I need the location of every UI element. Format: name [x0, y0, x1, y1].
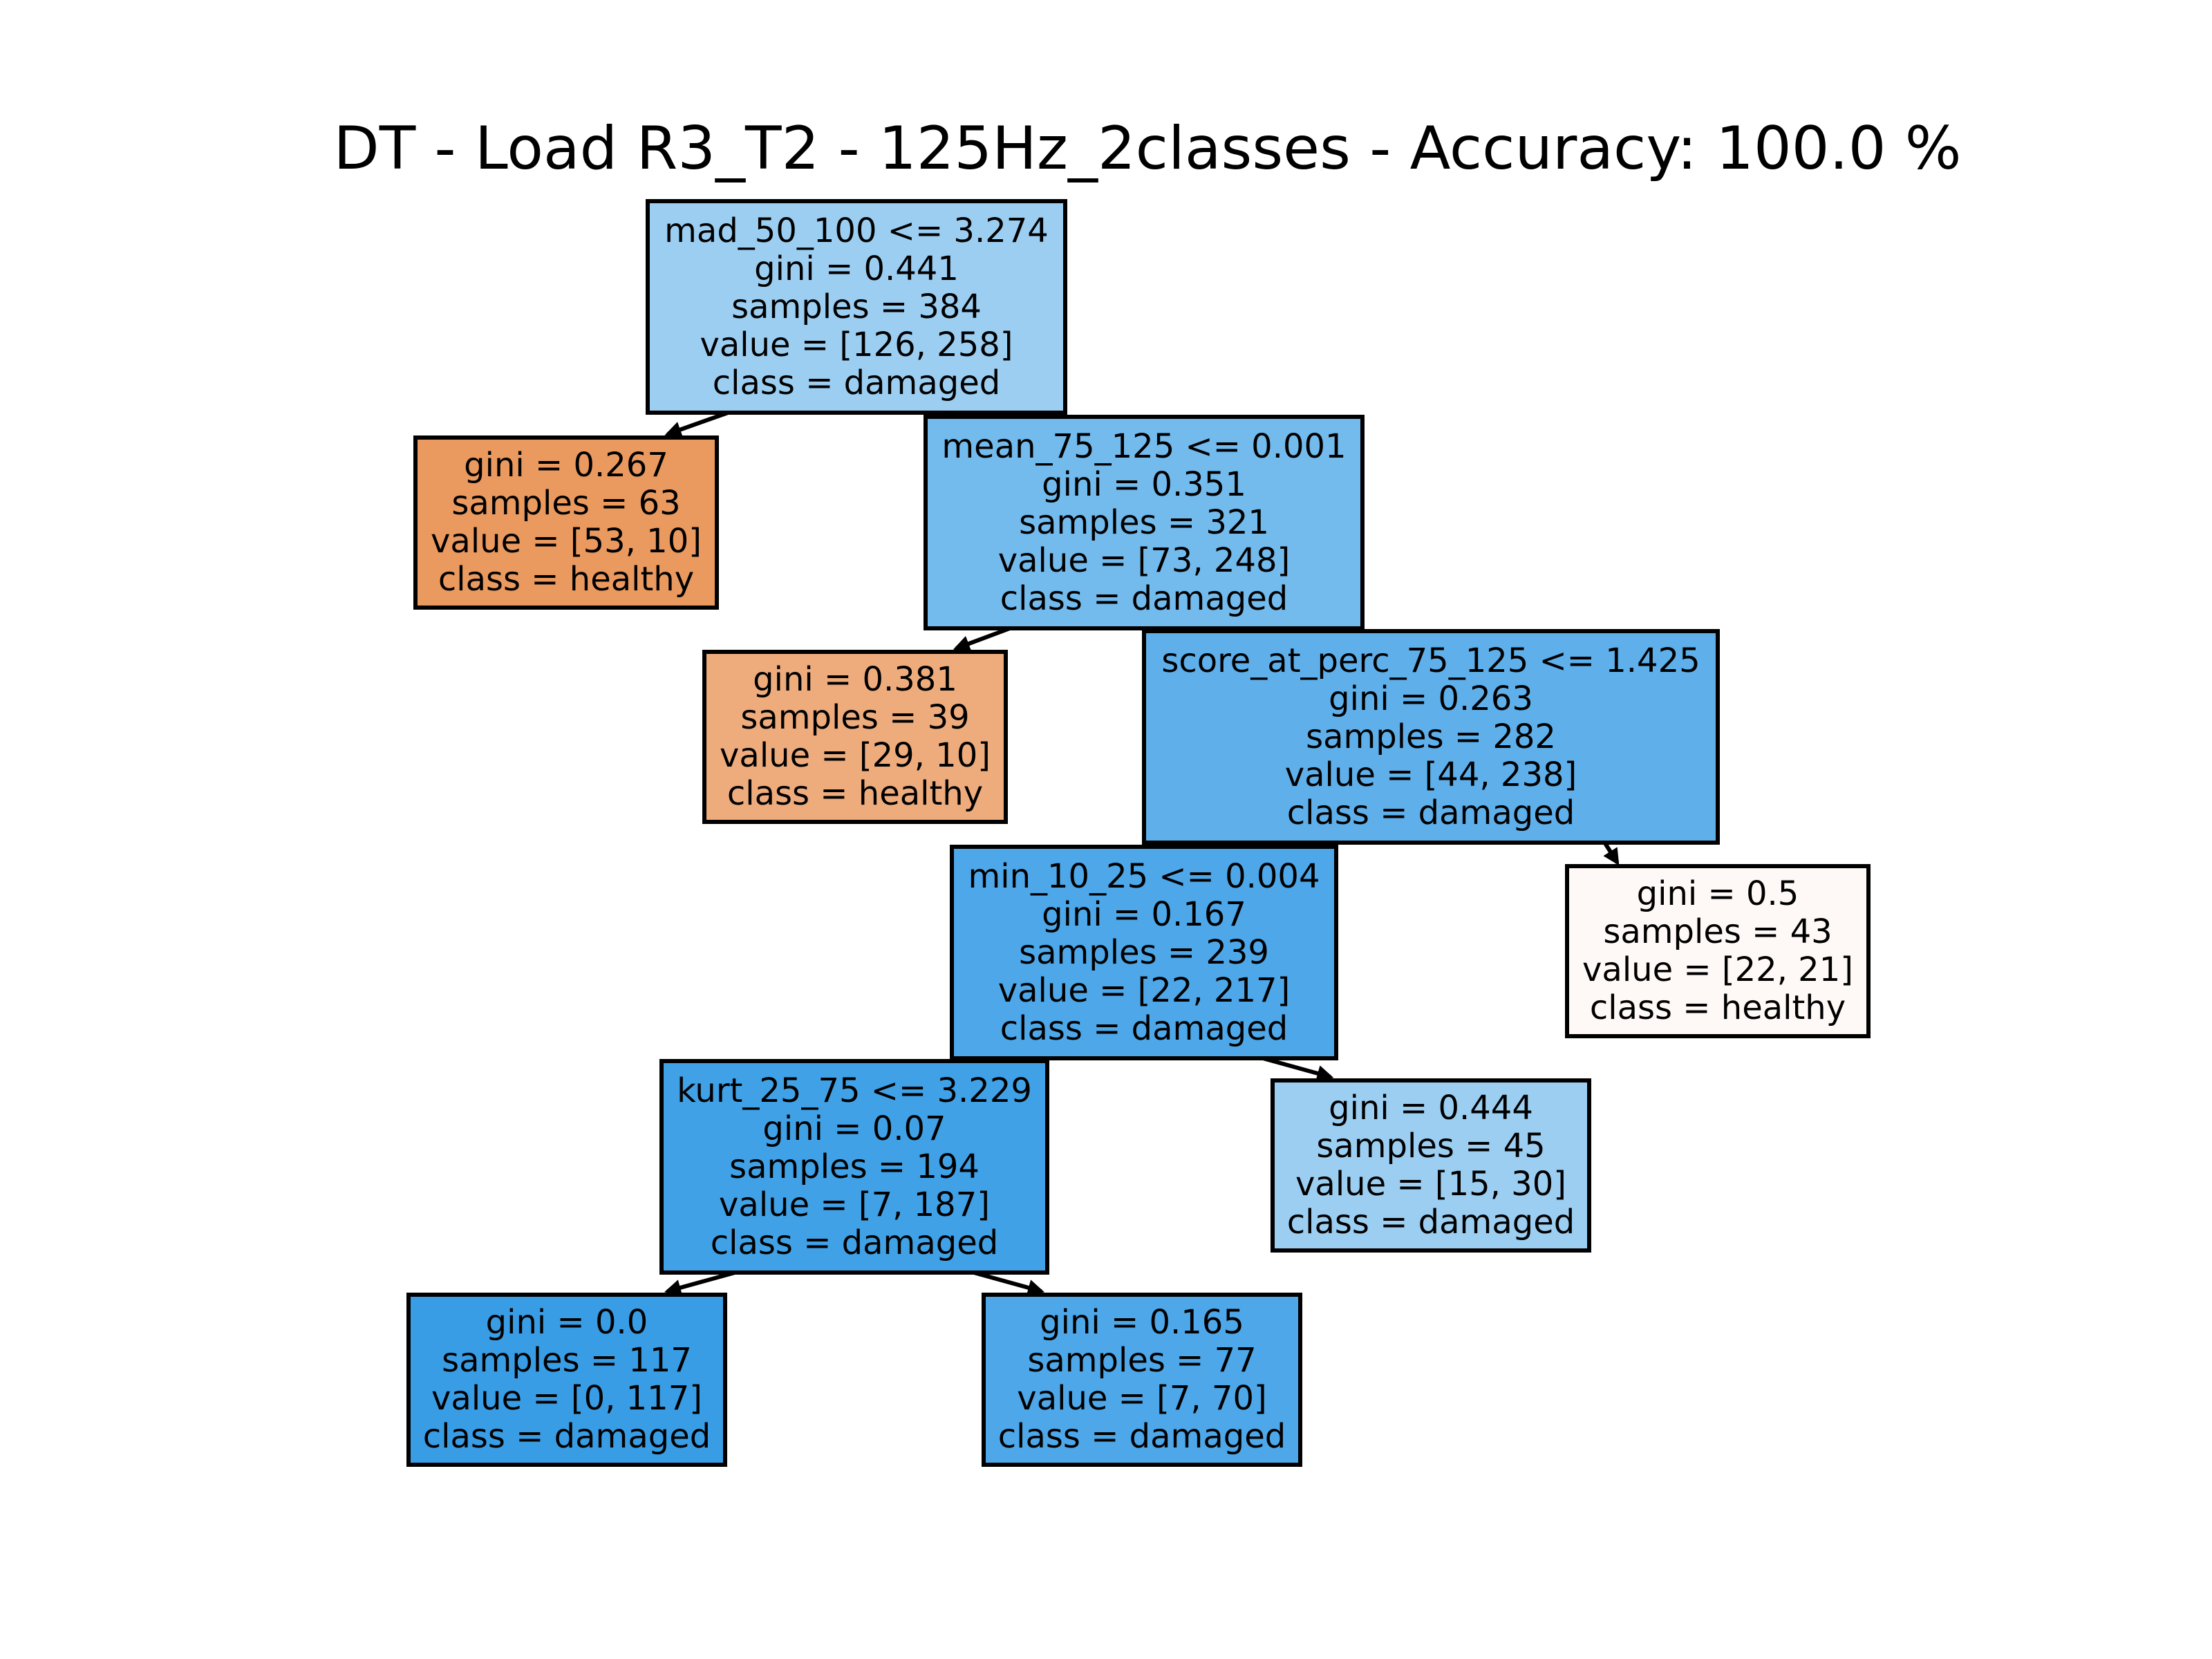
node-class-text: class = healthy — [727, 774, 984, 813]
node-class-text: class = damaged — [1000, 579, 1288, 618]
node-value-text: value = [53, 10] — [431, 522, 702, 561]
figure-title: DT - Load R3_T2 - 125Hz_2classes - Accur… — [333, 114, 1962, 183]
node-samples-text: samples = 39 — [740, 698, 970, 737]
node-value-text: value = [15, 30] — [1295, 1165, 1566, 1203]
node-gini-text: gini = 0.267 — [464, 446, 668, 485]
node-value-text: value = [73, 248] — [997, 541, 1291, 580]
node-gini-text: gini = 0.351 — [1042, 465, 1246, 504]
node-split-text: mad_50_100 <= 3.274 — [664, 211, 1049, 250]
node-samples-text: samples = 117 — [442, 1341, 692, 1380]
node-class-text: class = damaged — [1000, 1009, 1288, 1048]
node-class-text: class = healthy — [1589, 988, 1846, 1027]
node-split-text: min_10_25 <= 0.004 — [968, 856, 1320, 896]
node-samples-text: samples = 321 — [1019, 503, 1269, 542]
node-split-text: kurt_25_75 <= 3.229 — [677, 1071, 1032, 1110]
node-class-text: class = damaged — [1286, 1203, 1575, 1241]
node-gini-text: gini = 0.0 — [485, 1303, 648, 1342]
node-value-text: value = [22, 21] — [1582, 950, 1853, 989]
node-class-text: class = healthy — [438, 560, 695, 599]
node-value-text: value = [7, 187] — [719, 1185, 990, 1224]
edge-n0-n1 — [664, 410, 731, 438]
edge-n5-n8 — [1259, 1056, 1334, 1082]
node-split-text: mean_75_125 <= 0.001 — [941, 427, 1347, 466]
node-value-text: value = [7, 70] — [1017, 1379, 1267, 1418]
node-value-text: value = [44, 238] — [1284, 755, 1577, 794]
node-class-text: class = damaged — [422, 1417, 711, 1456]
node-class-text: class = damaged — [997, 1417, 1286, 1456]
node-samples-text: samples = 45 — [1316, 1127, 1546, 1165]
edge-n2-n3 — [953, 626, 1013, 652]
node-value-text: value = [0, 117] — [431, 1379, 702, 1418]
node-gini-text: gini = 0.07 — [762, 1109, 946, 1148]
edge-n4-n6 — [1602, 841, 1620, 866]
node-gini-text: gini = 0.444 — [1329, 1089, 1533, 1127]
node-samples-text: samples = 43 — [1603, 912, 1833, 951]
node-gini-text: gini = 0.381 — [753, 660, 957, 699]
node-class-text: class = damaged — [1286, 793, 1575, 832]
node-split-text: score_at_perc_75_125 <= 1.425 — [1161, 641, 1700, 680]
node-gini-text: gini = 0.263 — [1329, 679, 1533, 718]
node-class-text: class = damaged — [710, 1223, 999, 1262]
node-samples-text: samples = 194 — [729, 1147, 980, 1186]
node-class-text: class = damaged — [712, 363, 1001, 402]
node-gini-text: gini = 0.165 — [1040, 1303, 1244, 1342]
edge-n7-n10 — [971, 1270, 1045, 1296]
node-samples-text: samples = 239 — [1019, 932, 1269, 972]
node-samples-text: samples = 77 — [1027, 1341, 1257, 1380]
node-samples-text: samples = 384 — [731, 287, 982, 326]
node-value-text: value = [29, 10] — [720, 736, 991, 775]
edge-n7-n9 — [664, 1270, 738, 1296]
node-samples-text: samples = 63 — [451, 484, 681, 523]
node-gini-text: gini = 0.441 — [754, 249, 959, 288]
node-gini-text: gini = 0.5 — [1636, 874, 1799, 913]
node-gini-text: gini = 0.167 — [1042, 894, 1246, 934]
node-value-text: value = [126, 258] — [700, 325, 1013, 364]
node-samples-text: samples = 282 — [1306, 717, 1556, 756]
node-value-text: value = [22, 217] — [997, 971, 1291, 1010]
